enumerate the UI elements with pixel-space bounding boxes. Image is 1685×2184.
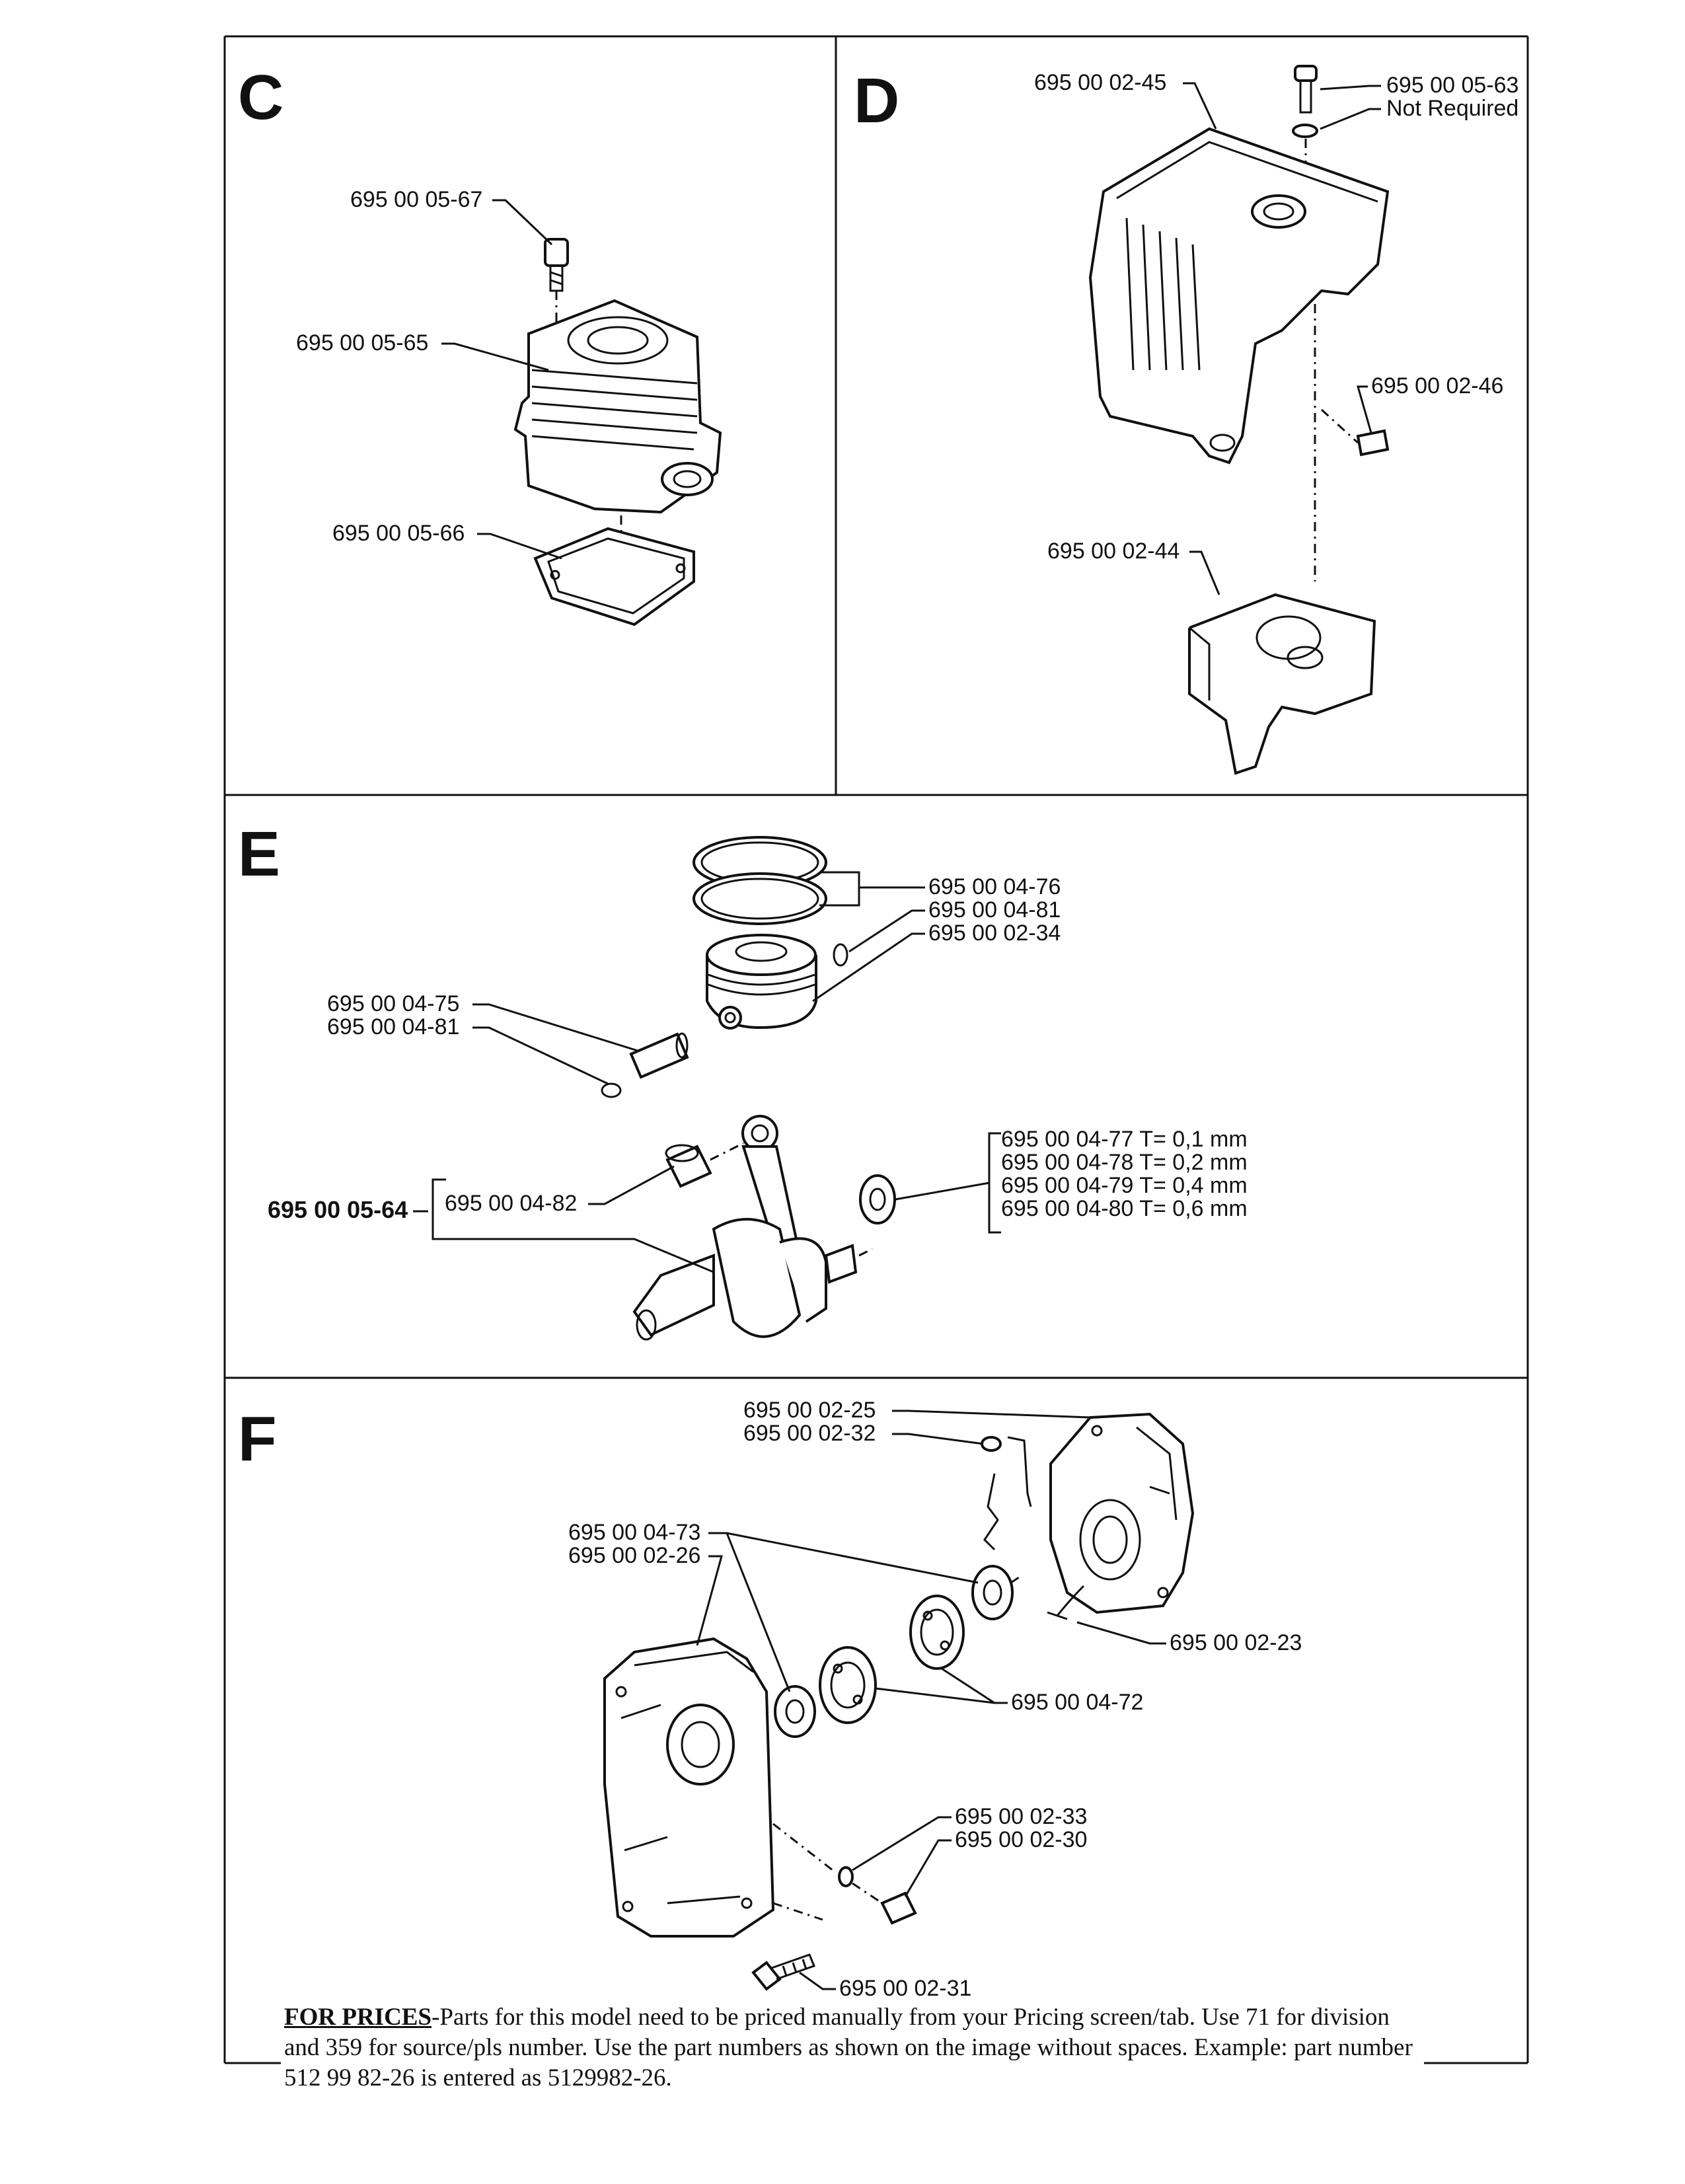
part-label: 695 00 02-33 [955, 1804, 1087, 1829]
shim-label: 695 00 04-77 T= 0,1 mm [1001, 1127, 1248, 1152]
part-label: 695 00 04-81 [327, 1014, 459, 1039]
crankshaft [632, 1115, 873, 1341]
bolt-long [751, 1953, 815, 1991]
part-label: 695 00 05-67 [350, 187, 482, 212]
pricing-note-text: -Parts for this model need to be priced … [284, 2004, 1413, 2091]
muffler-screw-small [1320, 408, 1390, 457]
washer-small [838, 1866, 854, 1887]
crankcase-right [1049, 1412, 1195, 1614]
part-label: 695 00 02-44 [1047, 539, 1180, 564]
cylinder-gasket [533, 527, 695, 626]
part-label: 695 00 02-32 [743, 1421, 876, 1446]
pricing-note-heading: FOR PRICES [284, 2004, 432, 2031]
needle-bearing [665, 1144, 712, 1188]
piston-pin [629, 1032, 689, 1079]
piston [706, 934, 817, 1030]
section-letter-f: F [238, 1404, 277, 1474]
oil-seal-right [971, 1565, 1014, 1620]
dowel-pin [981, 1436, 1002, 1452]
crankcase-left [603, 1637, 833, 1938]
cylinder-screw [544, 238, 569, 344]
shim-label: 695 00 04-80 T= 0,6 mm [1001, 1196, 1248, 1221]
section-f: F [238, 1398, 1302, 2001]
part-label: 695 00 04-81 [928, 897, 1061, 923]
part-label: 695 00 04-72 [1011, 1690, 1143, 1715]
ball-bearing-left [819, 1646, 877, 1724]
part-label: 695 00 05-66 [332, 521, 465, 546]
assembly-label: 695 00 05-64 [268, 1196, 408, 1223]
part-label: Not Required [1386, 96, 1518, 121]
cylinder [513, 299, 722, 575]
section-letter-d: D [854, 65, 899, 136]
part-label: 695 00 04-73 [568, 1520, 700, 1545]
shim-label: 695 00 04-79 T= 0,4 mm [1001, 1173, 1248, 1198]
ball-bearing-right [909, 1595, 965, 1670]
piston-clip-left [601, 1082, 622, 1098]
muffler-cover [1088, 127, 1390, 465]
shim-label: 695 00 04-78 T= 0,2 mm [1001, 1150, 1248, 1175]
part-label: 695 00 02-23 [1170, 1630, 1302, 1655]
part-label: 695 00 05-65 [296, 330, 428, 356]
diagram-frame [223, 35, 1529, 2064]
section-d: D 695 00 02-45 695 00 05-63 [854, 65, 1518, 775]
part-label: 695 00 02-26 [568, 1543, 700, 1568]
section-letter-c: C [238, 62, 283, 133]
part-label: 695 00 02-46 [1371, 373, 1503, 398]
part-label: 695 00 04-82 [445, 1191, 577, 1216]
section-c: C 695 00 05-67 695 00 05-65 695 00 05-66 [238, 62, 722, 626]
bolt-small [852, 1882, 917, 1925]
part-label: 695 00 02-25 [743, 1398, 876, 1423]
part-label: 695 00 02-34 [928, 921, 1061, 946]
crankcase-gasket [983, 1436, 1085, 1620]
pricing-note: FOR PRICES-Parts for this model need to … [284, 2002, 1421, 2093]
part-label: 695 00 02-45 [1034, 70, 1166, 95]
part-label: 695 00 04-76 [928, 874, 1061, 899]
oil-seal-left [774, 1685, 816, 1738]
section-letter-e: E [238, 819, 280, 889]
piston-rings [693, 836, 827, 925]
thrust-washer [859, 1174, 896, 1224]
piston-clip-right [833, 943, 848, 967]
section-e: E [238, 819, 1248, 1341]
part-label: 695 00 02-31 [839, 1976, 971, 2001]
part-label: 695 00 05-63 [1386, 73, 1518, 98]
heat-shield [1188, 593, 1376, 775]
part-label: 695 00 02-30 [955, 1827, 1087, 1852]
muffler-screw [1292, 65, 1318, 205]
part-label: 695 00 04-75 [327, 991, 459, 1016]
